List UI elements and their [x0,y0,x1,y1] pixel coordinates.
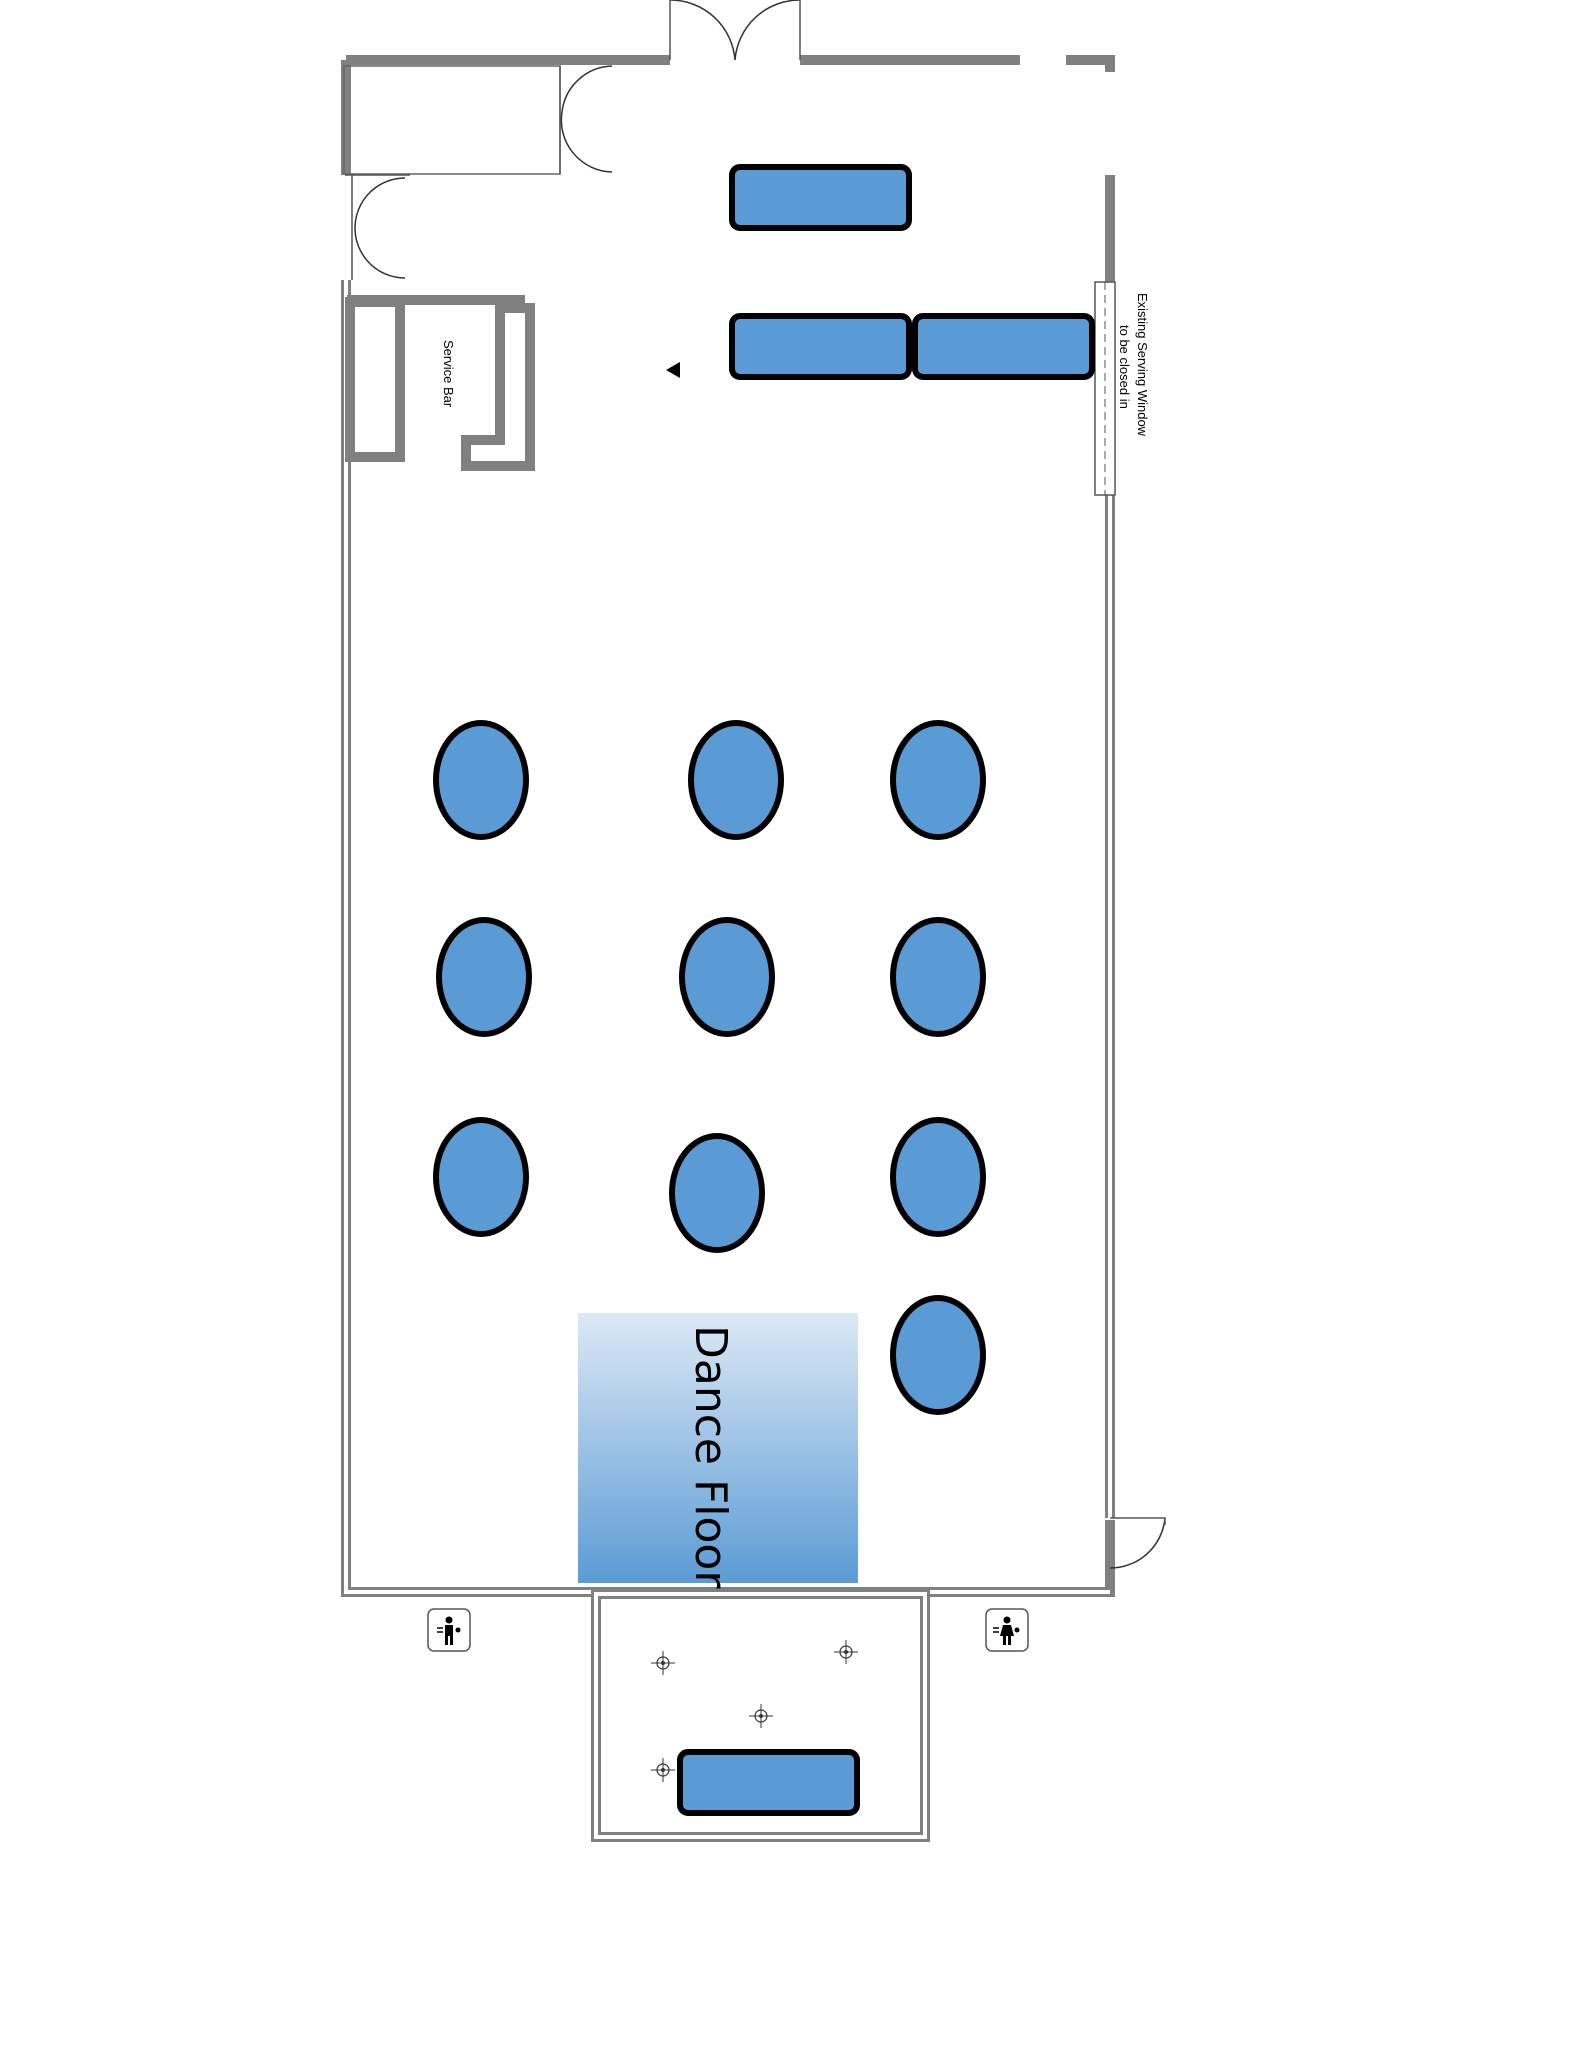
rect-table [729,164,912,231]
light-fixture-icon [651,1651,675,1675]
rect-table [729,313,912,380]
round-table [890,1117,986,1237]
restroom-men-icon [427,1608,471,1652]
exit-door[interactable] [1109,1517,1166,1569]
serving-window-label-line2: to be closed in [1117,325,1132,409]
service-bar [345,295,535,471]
light-fixture-icon [651,1758,675,1782]
round-table [436,917,532,1037]
top-double-door[interactable] [669,0,801,61]
vestibule-double-door[interactable] [560,65,613,173]
round-table [890,1295,986,1415]
rect-table [677,1749,860,1816]
light-fixture-icon [749,1704,773,1728]
round-table [679,917,775,1037]
rectangular-tables [729,164,1095,380]
round-tables [433,720,986,1415]
round-table [433,720,529,840]
rect-table [912,313,1095,380]
round-table [890,917,986,1037]
round-table [669,1133,765,1253]
restroom-women-icon [985,1608,1029,1652]
lower-room [591,1589,930,1842]
entry-vestibule [343,65,561,176]
round-table [890,720,986,840]
dance-floor-label: Dance Floor [685,1325,736,1589]
side-double-door[interactable] [351,175,406,280]
round-table [433,1117,529,1237]
service-bar-label: Service Bar [441,340,456,408]
marker-triangle [666,362,680,378]
dance-floor [578,1313,858,1583]
serving-window-label-line1: Existing Serving Window [1135,293,1150,437]
round-table [688,720,784,840]
light-fixture-icon [834,1640,858,1664]
serving-window [1094,281,1116,496]
